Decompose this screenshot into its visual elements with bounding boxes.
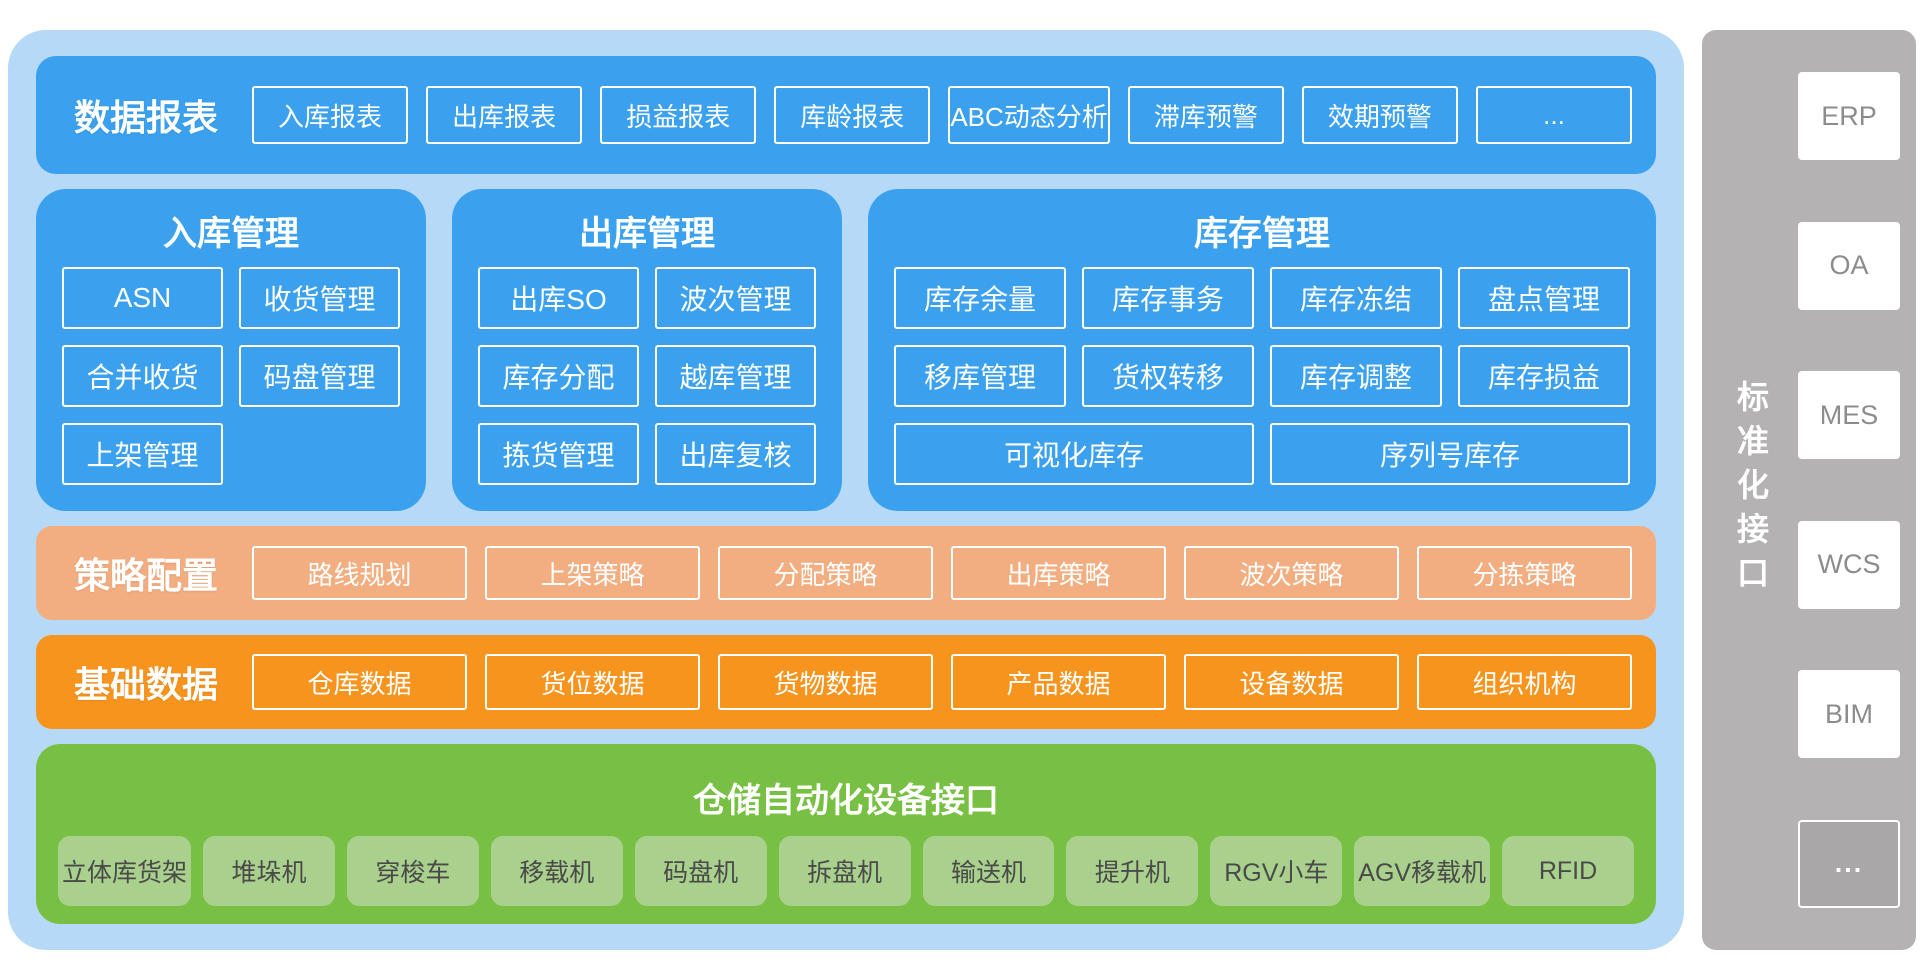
device-item: 堆垛机 — [203, 836, 335, 906]
inventory-wide-items: 可视化库存序列号库存 — [894, 423, 1630, 485]
inventory-items: 库存余量库存事务库存冻结盘点管理移库管理货权转移库存调整库存损益 — [894, 267, 1630, 407]
base-data-section: 基础数据 仓库数据货位数据货物数据产品数据设备数据组织机构 — [36, 635, 1656, 729]
outbound-item: 拣货管理 — [478, 423, 639, 485]
device-item: AGV移载机 — [1354, 836, 1491, 906]
inventory-item: 库存损益 — [1458, 345, 1630, 407]
base-data-item: 组织机构 — [1417, 654, 1633, 710]
outbound-panel: 出库管理 出库SO 波次管理库存分配越库管理拣货管理出库复核 — [452, 189, 842, 511]
inventory-item: 库存冻结 — [1270, 267, 1442, 329]
device-item: 穿梭车 — [346, 836, 479, 906]
outbound-item: 波次管理 — [655, 267, 816, 329]
strategy-title: 策略配置 — [74, 555, 219, 596]
strategy-item: 路线规划 — [252, 546, 468, 600]
device-item: 提升机 — [1066, 836, 1199, 906]
strategy-item: 出库策略 — [951, 546, 1167, 600]
device-item: 立体库货架 — [58, 836, 192, 906]
inbound-items: ASN 收货管理合并收货码盘管理上架管理 — [62, 267, 400, 485]
inventory-item: 库存余量 — [894, 267, 1066, 329]
strategy-item: 波次策略 — [1184, 546, 1400, 600]
strategy-item: 分拣策略 — [1417, 546, 1633, 600]
interface-item: WCS — [1798, 520, 1900, 609]
inventory-panel: 库存管理 库存余量库存事务库存冻结盘点管理移库管理货权转移库存调整库存损益 可视… — [868, 189, 1656, 511]
inbound-item: 合并收货 — [62, 345, 223, 407]
outbound-items: 出库SO 波次管理库存分配越库管理拣货管理出库复核 — [478, 267, 816, 485]
interface-item: ERP — [1798, 72, 1900, 160]
outbound-title: 出库管理 — [579, 215, 715, 253]
inbound-item: 码盘管理 — [239, 345, 400, 407]
device-item: 输送机 — [922, 836, 1055, 906]
inventory-item: 货权转移 — [1082, 345, 1254, 407]
interface-item: ... — [1798, 819, 1900, 908]
report-item: 效期预警 — [1301, 86, 1458, 144]
device-item: 拆盘机 — [778, 836, 911, 906]
report-item: ... — [1475, 86, 1633, 144]
inventory-item: 盘点管理 — [1458, 267, 1630, 329]
report-item: 入库报表 — [252, 86, 409, 144]
inbound-item: 上架管理 — [62, 423, 223, 485]
device-item: 码盘机 — [634, 836, 767, 906]
inbound-panel: 入库管理 ASN 收货管理合并收货码盘管理上架管理 — [36, 189, 426, 511]
interfaces-title: 标准化接口 — [1733, 380, 1769, 600]
automation-title: 仓储自动化设备接口 — [693, 781, 999, 820]
interface-item: MES — [1798, 371, 1900, 460]
outbound-item: 出库复核 — [655, 423, 816, 485]
inbound-item: 收货管理 — [239, 267, 400, 329]
strategy-section: 策略配置 路线规划上架策略分配策略出库策略波次策略分拣策略 — [36, 526, 1656, 620]
interface-item: BIM — [1798, 670, 1900, 759]
reports-section: 数据报表 入库报表出库报表损益报表库龄报表 ABC动态分析滞库预警效期预警... — [36, 56, 1656, 174]
interface-item: OA — [1798, 221, 1900, 310]
base-data-items: 仓库数据货位数据货物数据产品数据设备数据组织机构 — [252, 654, 1633, 710]
report-item: 滞库预警 — [1127, 86, 1284, 144]
base-data-item: 产品数据 — [951, 654, 1167, 710]
base-data-item: 货位数据 — [485, 654, 701, 710]
base-data-item: 设备数据 — [1184, 654, 1400, 710]
strategy-items: 路线规划上架策略分配策略出库策略波次策略分拣策略 — [252, 546, 1633, 600]
inventory-item: 库存事务 — [1082, 267, 1254, 329]
device-item: RGV小车 — [1210, 836, 1343, 906]
device-item: 移载机 — [490, 836, 623, 906]
interfaces-items: ERP OA MES WCS BIM... — [1798, 30, 1900, 950]
strategy-item: 分配策略 — [718, 546, 934, 600]
base-data-title: 基础数据 — [74, 664, 219, 705]
inventory-item: 库存调整 — [1270, 345, 1442, 407]
base-data-item: 仓库数据 — [252, 654, 468, 710]
report-item: 出库报表 — [426, 86, 583, 144]
reports-items: 入库报表出库报表损益报表库龄报表 ABC动态分析滞库预警效期预警... — [252, 86, 1633, 144]
inventory-title: 库存管理 — [1194, 215, 1330, 253]
inventory-item: 移库管理 — [894, 345, 1066, 407]
inventory-wide-item: 可视化库存 — [894, 423, 1254, 485]
inventory-wide-item: 序列号库存 — [1270, 423, 1630, 485]
report-item: 库龄报表 — [774, 86, 931, 144]
inbound-title: 入库管理 — [163, 215, 299, 253]
inbound-item: ASN — [62, 267, 223, 329]
report-item: 损益报表 — [600, 86, 757, 144]
report-item: ABC动态分析 — [948, 86, 1110, 144]
reports-title: 数据报表 — [74, 97, 219, 138]
outbound-item: 出库SO — [478, 267, 639, 329]
interfaces-sidebar: 标准化接口 ERP OA MES WCS BIM... — [1702, 30, 1916, 950]
strategy-item: 上架策略 — [485, 546, 701, 600]
outbound-item: 越库管理 — [655, 345, 816, 407]
base-data-item: 货物数据 — [718, 654, 934, 710]
outbound-item: 库存分配 — [478, 345, 639, 407]
device-item: RFID — [1502, 836, 1634, 906]
